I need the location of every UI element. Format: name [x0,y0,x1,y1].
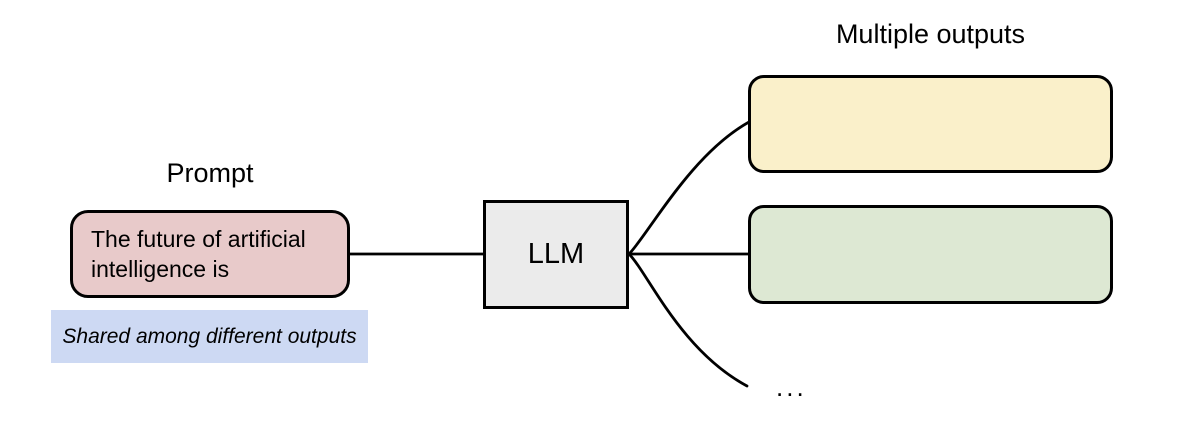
outputs-title: Multiple outputs [835,19,1026,49]
prompt-box: The future of artificial intelligence is [70,210,350,298]
prompt-text: The future of artificial intelligence is [91,226,306,282]
output-box-1 [748,75,1113,173]
output-box-2 [748,205,1113,304]
connector-llm-to-ellipsis [627,252,749,388]
connector-llm-to-output-top [627,120,751,256]
more-outputs-ellipsis: ... [776,372,807,402]
prompt-title: Prompt [166,158,254,188]
shared-note: Shared among different outputs [51,310,368,363]
llm-box: LLM [483,200,629,309]
llm-label: LLM [527,238,585,270]
